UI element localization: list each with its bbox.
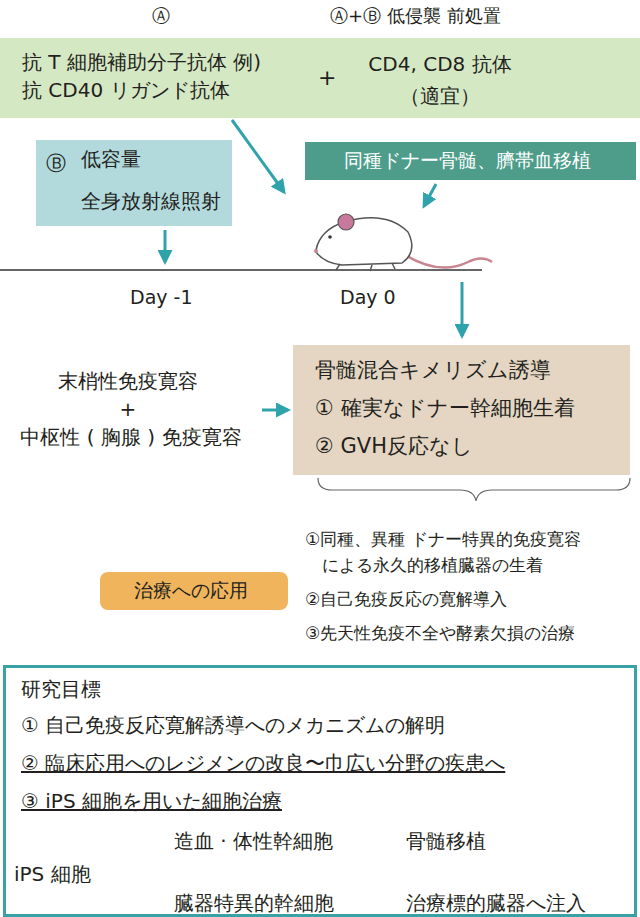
- tolerance-text: 中枢性 ( 胸腺 ) 免疫寛容: [2, 424, 260, 450]
- cell-text: 造血 · 体性幹細胞: [174, 828, 333, 854]
- timeline: [0, 269, 482, 271]
- transplant-text: 同種ドナー骨髄、臍帯血移植: [305, 148, 630, 173]
- group-mark: Ⓐ+Ⓑ 低侵襲 前処置: [330, 4, 501, 27]
- brace: [318, 478, 630, 501]
- therapy-text: 治療標的臓器へ注入: [406, 890, 586, 916]
- goal-item: ① 自己免疫反応寛解誘導へのメカニズムの解明: [21, 712, 445, 738]
- application-item: ①同種、異種 ドナー特異的免疫寛容 による永久的移植臓器の生着: [305, 526, 637, 579]
- chimerism-box: 骨髄混合キメリズム誘導 ① 確実なドナー幹細胞生着 ② GVH反応なし: [293, 345, 630, 475]
- heading-text: 骨髄混合キメリズム誘導: [315, 357, 551, 384]
- application-item: ②自己免疫反応の寛解導入: [305, 588, 507, 610]
- treatment-band: 抗 T 細胞補助分子抗体 例) 抗 CD40 リガンド抗体 + CD4, CD8 抗…: [0, 38, 640, 118]
- application-text: 治療への応用: [100, 578, 282, 603]
- item-text: ② GVH反応なし: [315, 433, 473, 460]
- day-label: Day -1: [130, 285, 193, 310]
- antibody-text: CD4, CD8 抗体 （適宜）: [345, 48, 535, 112]
- cell-text: iPS 細胞: [14, 861, 91, 887]
- antibody-text: 抗 T 細胞補助分子抗体 例) 抗 CD40 リガンド抗体: [22, 48, 277, 104]
- therapy-text: 骨髄移植: [406, 828, 486, 854]
- arrow-line: [461, 282, 464, 336]
- irradiation-text: 低容量 全身放射線照射: [81, 138, 226, 222]
- day-label: Day 0: [340, 285, 396, 310]
- arrow-line: [164, 230, 167, 262]
- item-text: ① 確実なドナー幹細胞生着: [315, 395, 575, 422]
- arrow-line: [232, 120, 284, 192]
- arrow-line: [424, 184, 436, 206]
- mouse-illustration: [314, 214, 492, 271]
- irradiation-box: Ⓑ 低容量 全身放射線照射: [36, 140, 232, 226]
- circled-letter: Ⓑ: [46, 150, 66, 176]
- arrow-line: [262, 409, 288, 412]
- transplant-box: 同種ドナー骨髄、臍帯血移植: [305, 142, 636, 180]
- application-item: ③先天性免疫不全や酵素欠損の治療: [305, 622, 575, 644]
- tolerance-text: 末梢性免疫寛容: [40, 368, 216, 394]
- goal-item: ③ iPS 細胞を用いた細胞治療: [21, 788, 282, 814]
- plus-sign: +: [40, 396, 216, 422]
- application-box: 治療への応用: [100, 572, 288, 610]
- goal-item: ② 臨床応用へのレジメンの改良〜巾広い分野の疾患へ: [21, 750, 505, 776]
- cell-text: 臓器特異的幹細胞: [174, 890, 334, 916]
- heading-text: 研究目標: [21, 676, 101, 702]
- plus-sign: +: [318, 64, 336, 93]
- research-goal-box: 研究目標 ① 自己免疫反応寛解誘導へのメカニズムの解明 ② 臨床応用へのレジメンの改…: [3, 665, 637, 917]
- group-mark: Ⓐ: [152, 4, 170, 27]
